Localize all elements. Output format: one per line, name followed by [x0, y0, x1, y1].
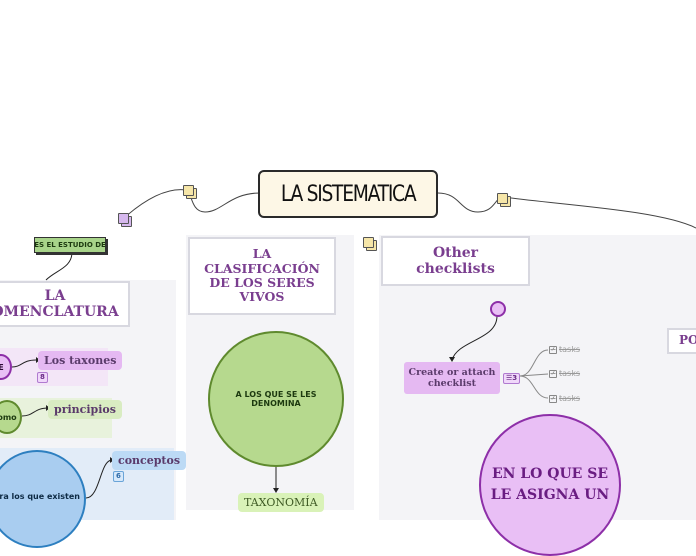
pill-conceptos[interactable]: conceptos	[112, 451, 187, 470]
task-label: tasks	[559, 345, 581, 354]
note-icon[interactable]	[183, 185, 197, 199]
note-icon[interactable]	[497, 193, 511, 207]
pill-taxonomia[interactable]: TAXONOMÍA	[238, 493, 324, 512]
right-edge-topic[interactable]: PO	[667, 328, 696, 354]
right-circle[interactable]: EN LO QUE SE LE ASIGNA UN	[479, 414, 621, 556]
task-label: tasks	[559, 394, 581, 403]
left-big-circle-text: ara los que existen	[0, 491, 80, 501]
pill-checklist-text: Create or attach checklist	[408, 366, 496, 389]
right-circle-text: EN LO QUE SE LE ASIGNA UN	[490, 466, 610, 503]
badge-taxones: 8	[37, 372, 48, 383]
middle-circle[interactable]: A LOS QUE SE LES DENOMINA	[208, 331, 344, 467]
right-connector-dot[interactable]	[490, 301, 506, 317]
note-icon[interactable]	[118, 213, 132, 227]
central-topic[interactable]: LA SISTEMATICA	[258, 170, 438, 218]
task-item[interactable]: ✓tasks	[549, 369, 580, 378]
checklist-count-badge: ☰3	[503, 373, 521, 384]
right-topic[interactable]: Other checklists	[381, 236, 530, 286]
task-item[interactable]: ✓tasks	[549, 345, 580, 354]
pill-checklist[interactable]: Create or attach checklist	[404, 362, 500, 394]
central-topic-title: LA SISTEMATICA	[280, 181, 417, 207]
checklist-icon: ☰	[506, 374, 513, 382]
badge-conceptos: 6	[113, 471, 124, 482]
middle-circle-text: A LOS QUE SE LES DENOMINA	[235, 389, 317, 408]
pill-principios[interactable]: principios	[48, 400, 122, 419]
middle-topic[interactable]: LA CLASIFICACIÓN DE LOS SERES VIVOS	[188, 237, 336, 315]
checklist-count: 3	[512, 374, 518, 382]
left-small-circle-1-text: E	[0, 362, 4, 372]
label-tag[interactable]: ES EL ESTUDIO DE	[34, 237, 106, 253]
checkbox-icon[interactable]: ✓	[549, 345, 557, 354]
task-label: tasks	[559, 369, 581, 378]
note-icon[interactable]	[363, 237, 377, 251]
task-item[interactable]: ✓tasks	[549, 394, 580, 403]
pill-taxones[interactable]: Los taxones	[38, 351, 123, 370]
checkbox-icon[interactable]: ✓	[549, 369, 557, 378]
checkbox-icon[interactable]: ✓	[549, 394, 557, 403]
left-topic[interactable]: LA OMENCLATURA	[0, 281, 130, 327]
left-small-circle-2[interactable]: omo	[0, 400, 22, 434]
left-small-circle-2-text: omo	[0, 412, 17, 422]
label-tag-text: ES EL ESTUDIO DE	[34, 241, 106, 249]
